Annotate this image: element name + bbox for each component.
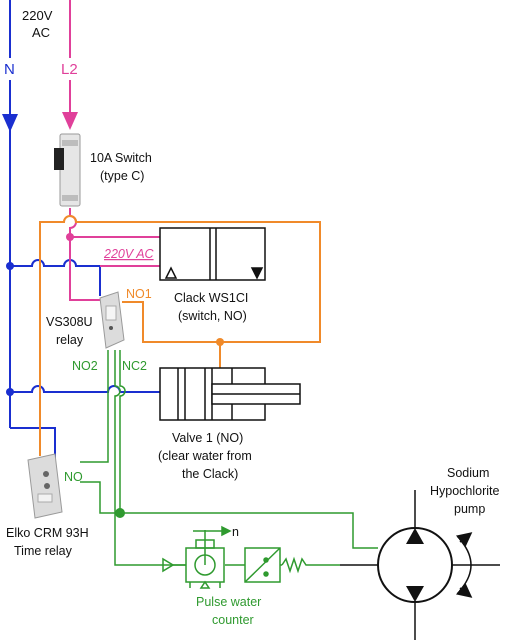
counter-n-label: n bbox=[232, 525, 239, 539]
pump-icon bbox=[340, 490, 500, 640]
din-relay-icon bbox=[99, 291, 125, 349]
orange-junction bbox=[216, 338, 224, 346]
supply-type-label: AC bbox=[32, 25, 50, 40]
hydraulic-valve-icon bbox=[159, 367, 301, 421]
valve-label-2: (clear water from bbox=[158, 449, 252, 463]
green-nc2-a bbox=[114, 350, 160, 566]
water-meter-icon bbox=[162, 525, 281, 589]
circuit-breaker-icon bbox=[54, 133, 81, 207]
green-junction bbox=[115, 508, 125, 518]
valve-label-1: Valve 1 (NO) bbox=[172, 431, 243, 445]
live-arrow-icon bbox=[62, 112, 78, 130]
neutral-junction-2 bbox=[6, 388, 14, 396]
time-relay-label-1: Elko CRM 93H bbox=[6, 526, 89, 540]
green-nc2-b bbox=[119, 350, 378, 549]
pump-label-3: pump bbox=[454, 502, 485, 516]
switch-label-2: (type C) bbox=[100, 169, 144, 183]
time-relay-label-2: Time relay bbox=[14, 544, 73, 558]
clack-label-2: (switch, NO) bbox=[178, 309, 247, 323]
live-wiring bbox=[69, 0, 160, 301]
switch-label-1: 10A Switch bbox=[90, 151, 152, 165]
pump-label-1: Sodium bbox=[447, 466, 489, 480]
neutral-arrow-icon bbox=[2, 114, 18, 132]
counter-label-1: Pulse water bbox=[196, 595, 261, 609]
no1-label: NO1 bbox=[126, 287, 152, 301]
clack-voltage-label: 220V AC bbox=[103, 247, 155, 261]
green-spring bbox=[281, 556, 340, 574]
green-time-relay-out bbox=[80, 481, 120, 514]
green-no2 bbox=[80, 350, 109, 463]
pump-label-2: Hypochlorite bbox=[430, 484, 500, 498]
live-junction bbox=[66, 233, 74, 241]
vs-relay-label-1: VS308U bbox=[46, 315, 93, 329]
supply-voltage-label: 220V bbox=[22, 8, 53, 23]
counter-label-2: counter bbox=[212, 613, 254, 627]
no2-label: NO2 bbox=[72, 359, 98, 373]
clack-label-1: Clack WS1CI bbox=[174, 291, 248, 305]
neutral-to-vs308u bbox=[10, 259, 101, 296]
neutral-label: N bbox=[4, 61, 15, 78]
neutral-to-time-relay bbox=[10, 427, 56, 458]
time-relay-no-label: NO bbox=[64, 470, 83, 484]
neutral-to-valve bbox=[10, 385, 160, 393]
switch-valve-icon bbox=[159, 227, 266, 281]
orange-loop bbox=[39, 215, 321, 456]
din-time-relay-icon bbox=[27, 453, 63, 519]
orange-wiring bbox=[39, 215, 321, 456]
live-label: L2 bbox=[61, 61, 78, 78]
orange-no1-line bbox=[122, 301, 220, 343]
valve-label-3: the Clack) bbox=[182, 467, 238, 481]
neutral-junction-1 bbox=[6, 262, 14, 270]
vs-relay-label-2: relay bbox=[56, 333, 84, 347]
nc2-label: NC2 bbox=[122, 359, 147, 373]
